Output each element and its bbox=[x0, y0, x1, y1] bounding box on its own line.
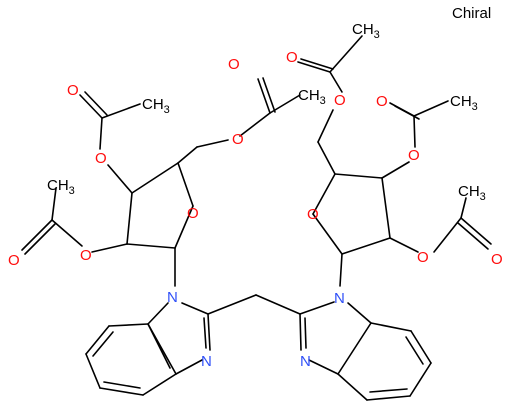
methyl-6: CH3 bbox=[458, 183, 486, 203]
ester-oxygen-4: O bbox=[334, 92, 346, 109]
nitrogen-4: N bbox=[300, 353, 311, 370]
carbonyl-oxygen-3: O bbox=[8, 252, 20, 269]
ring-oxygen-right: O bbox=[307, 206, 319, 223]
carbonyl-oxygen-6: O bbox=[491, 251, 503, 268]
ring-oxygen-left: O bbox=[187, 205, 199, 222]
carbonyl-oxygen-1: O bbox=[228, 56, 240, 73]
nitrogen-1: N bbox=[167, 289, 178, 306]
methyl-2: CH3 bbox=[142, 96, 170, 116]
ester-oxygen-5: O bbox=[408, 147, 420, 164]
methyl-5: CH3 bbox=[450, 93, 478, 113]
carbonyl-oxygen-4: O bbox=[286, 49, 298, 66]
ester-oxygen-3: O bbox=[80, 247, 92, 264]
ester-oxygen-1: O bbox=[232, 131, 244, 148]
methyl-4: CH3 bbox=[352, 21, 380, 41]
bonds bbox=[21, 35, 492, 401]
ester-oxygen-6: O bbox=[417, 249, 429, 266]
nitrogen-3: N bbox=[334, 290, 345, 307]
ester-oxygen-2: O bbox=[95, 150, 107, 167]
carbonyl-oxygen-5: O bbox=[376, 93, 388, 110]
chiral-label: Chiral bbox=[452, 5, 492, 22]
methyl-1: CH3 bbox=[298, 87, 326, 107]
nitrogen-2: N bbox=[201, 353, 212, 370]
carbonyl-oxygen-2: O bbox=[67, 82, 79, 99]
methyl-3: CH3 bbox=[47, 177, 75, 197]
